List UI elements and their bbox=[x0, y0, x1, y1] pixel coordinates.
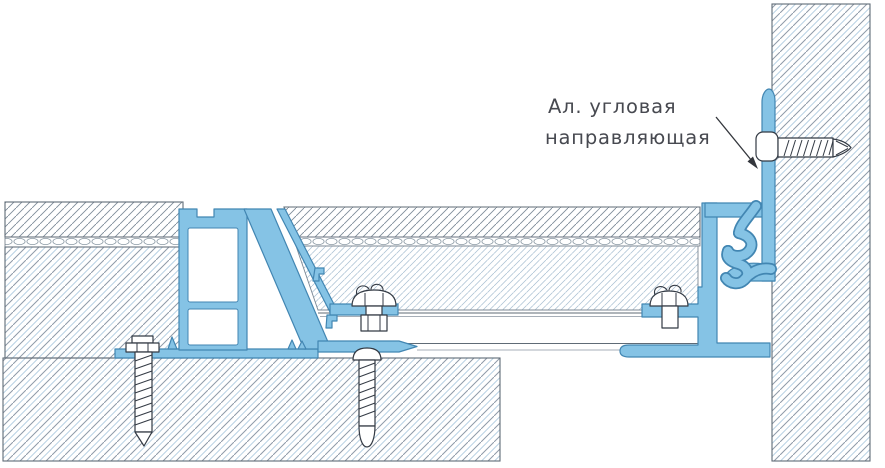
middle-anchor-screw bbox=[352, 347, 382, 448]
clamp-bolt bbox=[351, 283, 397, 332]
corner-guide-ornament bbox=[720, 200, 777, 290]
annotation-label-line1: Ал. угловая bbox=[548, 95, 676, 118]
frame-chamber-top bbox=[187, 227, 239, 303]
mortar-layer-right bbox=[292, 236, 701, 247]
right-wall-section bbox=[771, 3, 871, 462]
mortar-layer-left bbox=[4, 236, 184, 248]
panel-end-screw bbox=[649, 284, 689, 329]
base-structure-block bbox=[2, 357, 501, 462]
annotation-label-line2: направляющая bbox=[545, 126, 711, 149]
leader-arrowhead bbox=[747, 156, 758, 169]
masonry-sections bbox=[2, 3, 871, 462]
fasteners bbox=[125, 131, 852, 448]
left-anchor-screw bbox=[125, 335, 160, 447]
tile-finish-layer-right bbox=[283, 206, 701, 238]
tile-finish-layer-left bbox=[4, 201, 184, 238]
horizontal-wall-screw bbox=[755, 131, 852, 162]
leader-line bbox=[715, 116, 753, 162]
left-finish-block bbox=[4, 246, 184, 359]
annotation: Ал. угловая направляющая bbox=[545, 95, 758, 169]
frame-chamber-bottom bbox=[187, 308, 239, 346]
